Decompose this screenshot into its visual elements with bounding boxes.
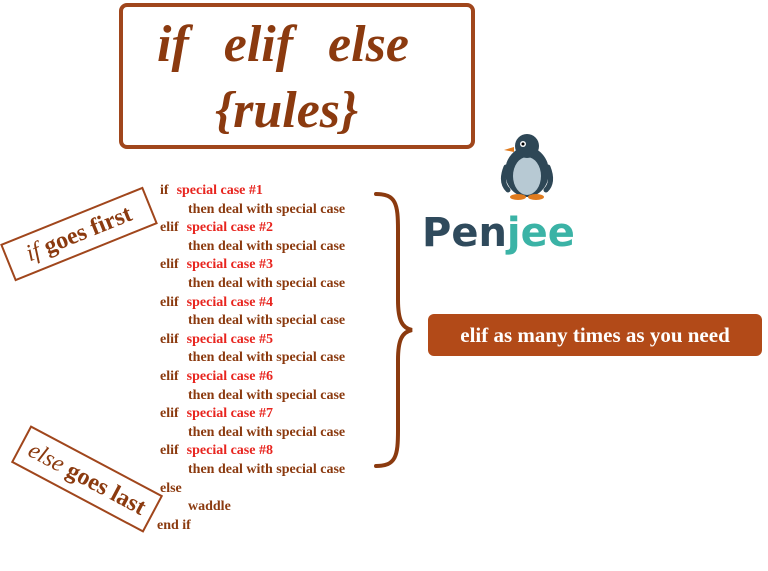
code-line: then deal with special case	[188, 275, 345, 293]
code-line: then deal with special case	[188, 461, 345, 479]
else-tag-keyword: else	[24, 436, 70, 478]
code-line: elif special case #5	[160, 331, 273, 349]
title-box: if elif else {rules}	[119, 3, 475, 149]
code-line: then deal with special case	[188, 201, 345, 219]
elif-callout: elif as many times as you need	[428, 314, 762, 356]
code-line: elif special case #3	[160, 256, 273, 274]
code-condition: special case #1	[176, 183, 263, 198]
else-goes-last-tag: else goes last	[10, 425, 164, 533]
code-keyword: if	[160, 183, 169, 198]
code-body: then deal with special case	[188, 238, 346, 254]
code-condition: special case #8	[186, 443, 273, 459]
code-line: then deal with special case	[188, 387, 345, 405]
code-body: then deal with special case	[188, 313, 346, 329]
code-body: then deal with special case	[188, 350, 346, 366]
code-line: elif special case #2	[160, 219, 273, 237]
code-keyword: elif	[160, 220, 179, 236]
code-keyword: elif	[160, 406, 179, 422]
code-line: then deal with special case	[188, 312, 345, 330]
code-line: then deal with special case	[188, 349, 345, 367]
code-line: elif special case #7	[160, 405, 273, 423]
code-line: then deal with special case	[188, 238, 345, 256]
if-tag-text: goes first	[39, 200, 136, 260]
code-body: then deal with special case	[188, 387, 346, 403]
code-keyword: end if	[157, 517, 191, 533]
code-line: elif special case #4	[160, 294, 273, 312]
brand-part-2: jee	[506, 210, 575, 256]
code-body: then deal with special case	[188, 201, 346, 217]
code-keyword: elif	[160, 369, 179, 384]
code-condition: special case #6	[186, 369, 273, 384]
title-line-2: {rules}	[215, 82, 359, 139]
brand-part-1: Pen	[422, 210, 507, 256]
code-body: then deal with special case	[188, 462, 346, 477]
code-condition: special case #7	[186, 406, 273, 422]
code-line: waddle	[188, 498, 231, 516]
if-tag-keyword: if	[22, 237, 45, 267]
curly-brace-icon	[374, 192, 413, 468]
code-condition: special case #5	[186, 331, 273, 347]
code-keyword: elif	[160, 331, 179, 347]
code-condition: special case #4	[186, 294, 273, 310]
code-line: end if	[157, 517, 191, 535]
code-keyword: else	[160, 480, 182, 496]
penguin-icon	[500, 134, 554, 200]
code-body: waddle	[188, 499, 231, 515]
title-line-1: if elif else	[157, 16, 409, 73]
code-line: elif special case #8	[160, 442, 273, 460]
code-line: else	[160, 480, 182, 498]
else-tag-text: goes last	[62, 457, 151, 521]
if-goes-first-tag: if goes first	[0, 186, 158, 282]
code-body: then deal with special case	[188, 424, 346, 440]
code-condition: special case #2	[186, 220, 273, 236]
code-line: then deal with special case	[188, 424, 345, 442]
penjee-logo: Penjee	[422, 210, 575, 256]
code-condition: special case #3	[186, 257, 273, 273]
code-body: then deal with special case	[188, 276, 346, 291]
code-keyword: elif	[160, 294, 179, 310]
code-keyword: elif	[160, 443, 179, 459]
code-keyword: elif	[160, 257, 179, 273]
code-line: if special case #1	[160, 182, 263, 200]
code-line: elif special case #6	[160, 368, 273, 386]
